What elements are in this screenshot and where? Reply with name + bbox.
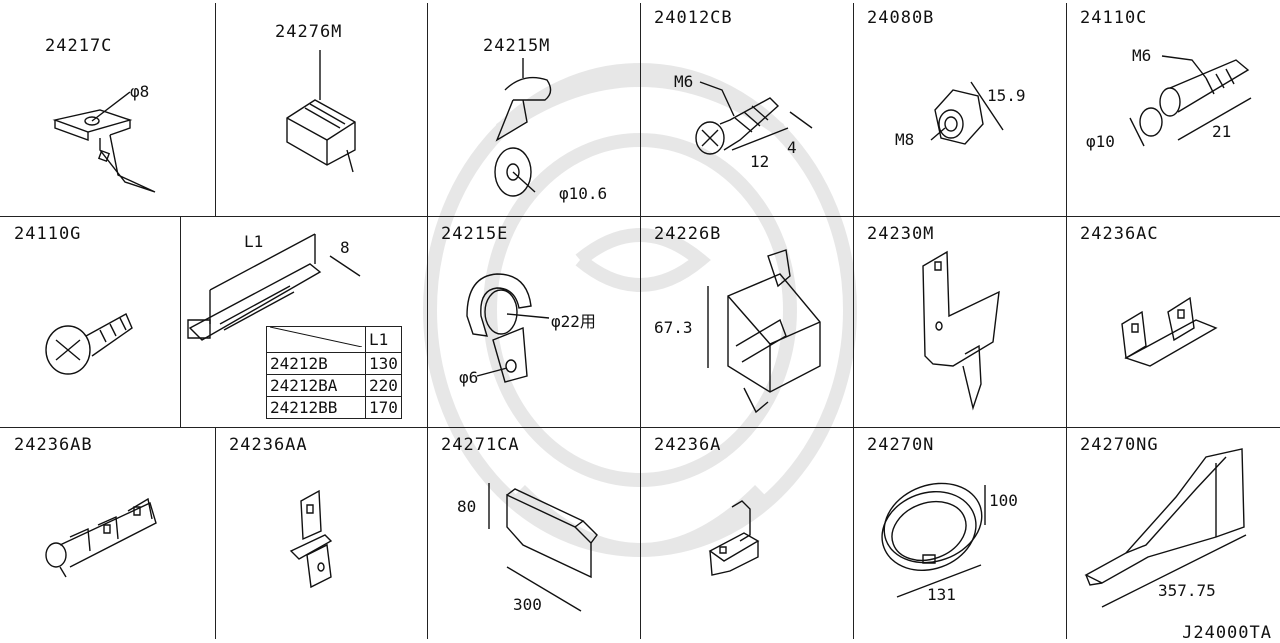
dimension-label: 357.75 [1158, 581, 1216, 600]
dimension-label: 4 [787, 138, 797, 157]
grommet-part-icon [853, 427, 1066, 639]
cell-24110C[interactable]: 24110C M6 φ10 21 [1066, 0, 1280, 216]
cell-24236AC[interactable]: 24236AC [1066, 216, 1280, 427]
l1-length-table: L1 24212B 130 24212BA 220 24212BB 170 [266, 326, 402, 419]
dimension-label: φ10 [1086, 132, 1115, 151]
table-cell-part: 24212BA [266, 374, 366, 397]
terminal-tab-part-icon [215, 427, 427, 639]
clamp-part-icon [427, 0, 640, 216]
cell-24012CB[interactable]: 24012CB M6 4 12 [640, 0, 853, 216]
part-number-label: 24226B [654, 224, 722, 244]
dimension-label: 131 [927, 585, 956, 604]
dimension-label: φ22用 [551, 312, 596, 331]
multi-terminal-bracket-part-icon [0, 427, 215, 639]
cell-cable-tie[interactable]: L1 8 [180, 216, 427, 427]
terminal-bracket-part-icon [1066, 216, 1280, 427]
cover-channel-part-icon [1066, 427, 1280, 639]
dimension-label: φ10.6 [559, 184, 608, 203]
dimension-label: 15.9 [987, 86, 1026, 105]
table-diagonal-cell [266, 326, 366, 353]
cell-24276M[interactable]: 24276M [215, 0, 427, 216]
part-number-label: 24270N [867, 435, 935, 455]
table-row: 24212BA 220 [266, 374, 402, 397]
cell-24236A[interactable]: 24236A [640, 427, 853, 639]
part-number-label: 24236AA [229, 435, 308, 455]
part-number-label: 24276M [275, 22, 343, 42]
part-number-label: 24236AB [14, 435, 93, 455]
cell-24236AB[interactable]: 24236AB [0, 427, 215, 639]
dimension-label: M8 [895, 130, 915, 149]
screw-part-icon [0, 216, 180, 427]
part-number-label: 24236AC [1080, 224, 1159, 244]
table-cell-l1: 170 [365, 396, 402, 419]
bracket-part-icon [0, 0, 215, 216]
part-number-label: 24080B [867, 8, 935, 28]
mount-block-part-icon [640, 216, 853, 427]
cell-24110G[interactable]: 24110G [0, 216, 180, 427]
table-row: 24212BB 170 [266, 396, 402, 419]
part-number-label: 24215E [441, 224, 509, 244]
cell-24215M[interactable]: 24215M φ10.6 [427, 0, 640, 216]
dimension-label: M6 [1132, 46, 1152, 65]
part-number-label: 24230M [867, 224, 935, 244]
pad-part-icon [427, 427, 640, 639]
table-cell-l1: 130 [365, 352, 402, 375]
dimension-label: 80 [457, 497, 477, 516]
nut-part-icon [853, 0, 1066, 216]
small-bracket-part-icon [640, 427, 853, 639]
table-row: 24212B 130 [266, 352, 402, 375]
diagram-code: J24000TA [1182, 623, 1272, 643]
dimension-label: 12 [750, 152, 770, 171]
pipe-clamp-part-icon [427, 216, 640, 427]
dimension-label: 8 [340, 238, 350, 257]
dimension-label: φ8 [130, 82, 150, 101]
clip-part-icon [215, 0, 427, 216]
part-number-label: 24110C [1080, 8, 1148, 28]
cell-24217C[interactable]: 24217C φ8 [0, 0, 215, 216]
cell-24270NG[interactable]: 24270NG 357.75 [1066, 427, 1280, 639]
cell-24270N[interactable]: 24270N 100 131 [853, 427, 1066, 639]
table-cell-part: 24212B [266, 352, 366, 375]
table-cell-part: 24212BB [266, 396, 366, 419]
cell-24226B[interactable]: 24226B 67.3 [640, 216, 853, 427]
table-cell-l1: 220 [365, 374, 402, 397]
cell-24215E[interactable]: 24215E φ22用 φ6 [427, 216, 640, 427]
cell-24271CA[interactable]: 24271CA 80 300 [427, 427, 640, 639]
part-number-label: 24217C [45, 36, 113, 56]
part-number-label: 24012CB [654, 8, 733, 28]
part-number-label: 24236A [654, 435, 722, 455]
dimension-label: 100 [989, 491, 1018, 510]
dimension-label: φ6 [459, 368, 479, 387]
dimension-label: 300 [513, 595, 542, 614]
cell-24080B[interactable]: 24080B 15.9 M8 [853, 0, 1066, 216]
part-number-label: 24215M [483, 36, 551, 56]
table-header-l1: L1 [365, 326, 402, 353]
cell-24236AA[interactable]: 24236AA [215, 427, 427, 639]
bracket-plate-part-icon [853, 216, 1066, 427]
part-number-label: 24271CA [441, 435, 520, 455]
cable-tie-part-icon [180, 216, 427, 427]
part-number-label: 24270NG [1080, 435, 1159, 455]
dimension-label: 21 [1212, 122, 1232, 141]
part-number-label: 24110G [14, 224, 82, 244]
dimension-label: L1 [244, 232, 264, 251]
bolt-part-icon [640, 0, 853, 216]
cell-24230M[interactable]: 24230M [853, 216, 1066, 427]
table-header-row: L1 [266, 326, 402, 353]
stud-bolt-part-icon [1066, 0, 1280, 216]
dimension-label: M6 [674, 72, 694, 91]
diagonal-line-icon [269, 326, 363, 348]
dimension-label: 67.3 [654, 318, 693, 337]
